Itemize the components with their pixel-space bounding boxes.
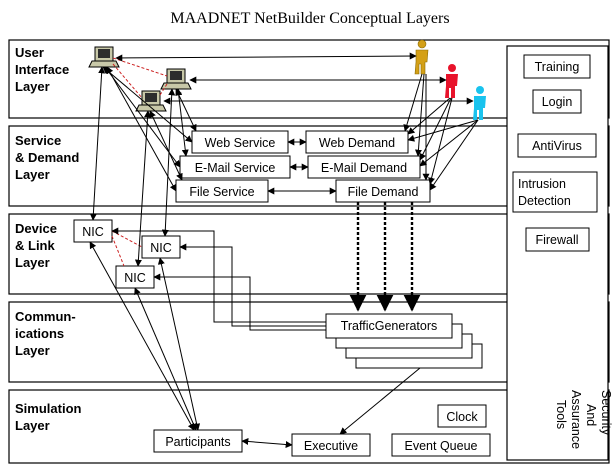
- tool-antivirus[interactable]: AntiVirus: [517, 133, 597, 158]
- connection-arrows: [89, 52, 479, 448]
- web-demand-label: Web Demand: [319, 136, 395, 150]
- user-red-icon[interactable]: [445, 64, 458, 98]
- clock-label: Clock: [446, 410, 478, 424]
- layer-label-ui: User Interface Layer: [15, 45, 73, 94]
- tool-firewall-label: Firewall: [535, 233, 578, 247]
- tool-firewall[interactable]: Firewall: [525, 227, 590, 252]
- layer-label-service: Service & Demand Layer: [15, 133, 83, 182]
- email-service-box[interactable]: E-Mail Service: [179, 155, 291, 179]
- svg-text:Tools: Tools: [554, 400, 568, 429]
- email-service-label: E-Mail Service: [195, 161, 276, 175]
- layer-label-device: Device & Link Layer: [15, 221, 61, 270]
- svg-text:Security: Security: [599, 390, 613, 436]
- tool-login[interactable]: Login: [532, 89, 582, 114]
- security-tools-vertical-label: Security And Assurance Tools: [554, 390, 613, 449]
- event-queue-box[interactable]: Event Queue: [391, 433, 491, 457]
- file-demand-label: File Demand: [348, 185, 419, 199]
- traffic-generators-label: TrafficGenerators: [341, 319, 438, 333]
- web-service-box[interactable]: Web Service: [191, 130, 289, 154]
- clock-box[interactable]: Clock: [437, 404, 487, 428]
- user-cyan-icon[interactable]: [473, 86, 486, 120]
- web-demand-box[interactable]: Web Demand: [305, 130, 409, 154]
- layer-label-communications: Commun- ications Layer: [15, 309, 79, 358]
- nic-3-box[interactable]: NIC: [115, 265, 155, 289]
- file-demand-box[interactable]: File Demand: [335, 179, 431, 203]
- nic-1-box[interactable]: NIC: [73, 219, 113, 243]
- security-tools-column: [506, 45, 609, 461]
- executive-box[interactable]: Executive: [291, 433, 371, 457]
- tool-antivirus-label: AntiVirus: [532, 139, 582, 153]
- svg-text:Assurance: Assurance: [569, 390, 583, 449]
- tool-login-label: Login: [542, 95, 573, 109]
- layer-label-simulation: Simulation Layer: [15, 401, 85, 433]
- nic-3-label: NIC: [124, 271, 146, 285]
- email-demand-label: E-Mail Demand: [321, 161, 407, 175]
- web-service-label: Web Service: [205, 136, 276, 150]
- user-yellow-icon[interactable]: [414, 39, 429, 75]
- tool-intrusion-label: Intrusion Detection: [518, 177, 571, 208]
- tool-training-label: Training: [535, 60, 580, 74]
- participants-box[interactable]: Participants: [153, 429, 243, 453]
- file-service-label: File Service: [189, 185, 254, 199]
- tool-intrusion-detection[interactable]: Intrusion Detection: [512, 171, 598, 213]
- email-demand-box[interactable]: E-Mail Demand: [307, 155, 421, 179]
- executive-label: Executive: [304, 439, 358, 453]
- nic-2-label: NIC: [150, 241, 172, 255]
- file-service-box[interactable]: File Service: [175, 179, 269, 203]
- participants-label: Participants: [165, 435, 230, 449]
- nic-2-box[interactable]: NIC: [141, 235, 181, 259]
- event-queue-label: Event Queue: [405, 439, 478, 453]
- tool-training[interactable]: Training: [523, 54, 591, 79]
- diagram-title: MAADNET NetBuilder Conceptual Layers: [170, 10, 449, 27]
- traffic-generators-stack[interactable]: TrafficGenerators: [325, 313, 483, 369]
- demand-to-traffic-arrows: [349, 202, 421, 312]
- svg-text:And: And: [584, 404, 598, 426]
- nic-1-label: NIC: [82, 225, 104, 239]
